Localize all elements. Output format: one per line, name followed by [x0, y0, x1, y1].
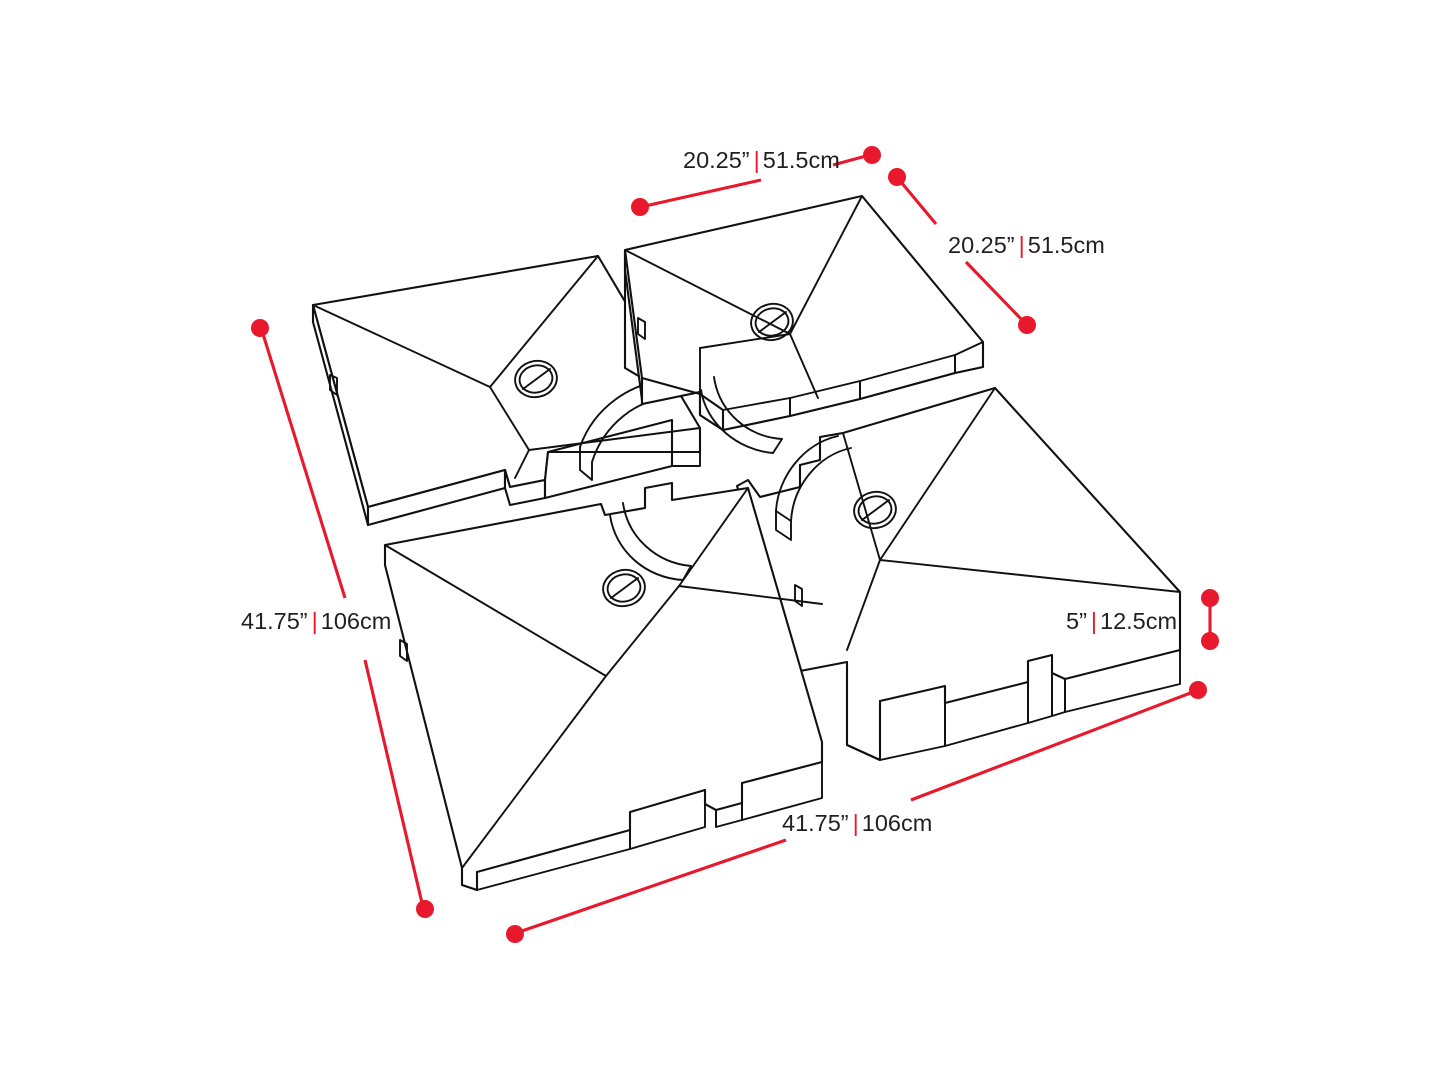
dimension-value-inch: 20.25”	[948, 232, 1015, 258]
dimension-label-bottom-overall-width: 41.75”|106cm	[782, 810, 932, 837]
dimension-top-right-depth	[888, 168, 1036, 334]
dimension-label-top-left-width: 20.25”|51.5cm	[683, 147, 840, 174]
dimension-value-metric: 51.5cm	[1027, 232, 1105, 258]
dimension-label-left-overall-depth: 41.75”|106cm	[241, 608, 391, 635]
dimension-value-metric: 12.5cm	[1100, 608, 1178, 634]
plate-top-left	[311, 254, 702, 527]
dimension-bottom-overall-width	[506, 681, 1207, 943]
dimension-label-right-height: 5”|12.5cm	[1066, 608, 1177, 635]
dimension-value-inch: 41.75”	[241, 608, 308, 634]
dimension-value-inch: 41.75”	[782, 810, 849, 836]
dimension-value-metric: 51.5cm	[762, 147, 840, 173]
plate-bottom-left	[383, 481, 824, 892]
dimension-value-inch: 20.25”	[683, 147, 750, 173]
dimension-separator: |	[311, 608, 318, 634]
dimension-right-height	[1201, 589, 1219, 650]
dimension-left-overall-depth	[251, 319, 434, 918]
screw-cap-icon	[514, 359, 558, 399]
dimension-separator: |	[753, 147, 760, 173]
dimension-top-left-width	[631, 146, 881, 216]
screw-cap-icon	[602, 568, 646, 608]
screw-cap-icon	[750, 302, 794, 342]
dimension-value-inch: 5”	[1066, 608, 1087, 634]
dimension-separator: |	[1018, 232, 1025, 258]
plate-top-right	[623, 194, 985, 454]
plate-bottom-right	[735, 386, 1182, 762]
screw-cap-icon	[853, 490, 897, 530]
dimension-value-metric: 106cm	[861, 810, 933, 836]
dimension-label-top-right-depth: 20.25”|51.5cm	[948, 232, 1105, 259]
dimension-value-metric: 106cm	[320, 608, 392, 634]
dimension-separator: |	[1090, 608, 1098, 634]
dimension-separator: |	[852, 810, 859, 836]
